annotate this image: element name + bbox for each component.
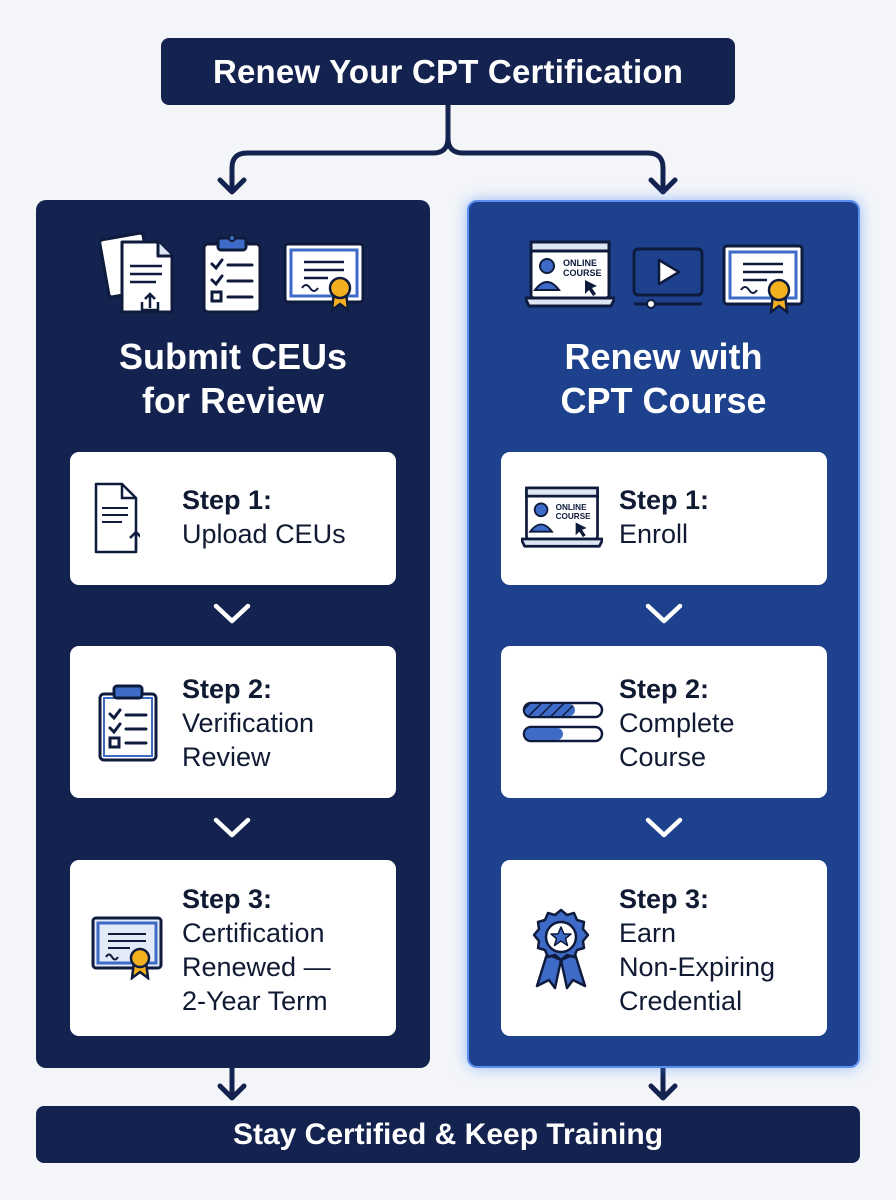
- award-ribbon-icon: [532, 908, 590, 990]
- online-course-laptop-icon: ONLINE COURSE: [521, 486, 603, 548]
- certificate-icon: [722, 244, 804, 314]
- svg-text:ONLINE: ONLINE: [563, 258, 597, 268]
- step-card-non-expiring-credential: Step 3: Earn Non-Expiring Credential: [501, 860, 827, 1036]
- checklist-clipboard-icon: [202, 234, 262, 314]
- title-banner: Renew Your CPT Certification: [161, 38, 735, 105]
- step-text: Step 1: Upload CEUs: [182, 485, 346, 549]
- svg-text:ONLINE: ONLINE: [556, 503, 587, 512]
- page-title: Renew Your CPT Certification: [212, 52, 684, 90]
- document-upload-icon: [94, 482, 140, 554]
- certificate-icon: [91, 916, 163, 980]
- split-arrow-right: [445, 102, 666, 193]
- online-course-laptop-icon: ONLINE COURSE: [525, 240, 615, 308]
- path-title: Renew with CPT Course: [560, 336, 767, 421]
- video-play-icon: [632, 247, 704, 309]
- svg-text:COURSE: COURSE: [563, 268, 602, 278]
- chevron-down-icon: [645, 603, 683, 624]
- step-card-complete-course: Step 2: Complete Course: [501, 646, 827, 798]
- step-text: Step 2: Complete Course: [619, 674, 735, 772]
- arrowhead-left: [217, 177, 247, 195]
- path-submit-ceus: Submit CEUs for Review Step 1: Upload CE…: [36, 200, 430, 1068]
- footer-text: Stay Certified & Keep Training: [232, 1117, 664, 1151]
- step-card-enroll: ONLINE COURSE Step 1: Enroll: [501, 452, 827, 585]
- step-text: Step 2: Verification Review: [182, 674, 315, 772]
- progress-bars-icon: [522, 701, 604, 743]
- step-text: Step 3: Certification Renewed — 2-Year T…: [182, 884, 331, 1016]
- step-text: Step 1: Enroll: [619, 485, 710, 549]
- step-card-verification-review: Step 2: Verification Review: [70, 646, 396, 798]
- clipboard-checklist-icon: [98, 684, 158, 762]
- chevron-down-icon: [213, 603, 251, 624]
- path-title: Submit CEUs for Review: [118, 336, 348, 421]
- certificate-icon: [283, 242, 365, 312]
- step-card-upload-ceus: Step 1: Upload CEUs: [70, 452, 396, 585]
- chevron-down-icon: [213, 817, 251, 838]
- arrowhead-right: [648, 177, 678, 195]
- footer-banner: Stay Certified & Keep Training: [36, 1106, 860, 1163]
- chevron-down-icon: [645, 817, 683, 838]
- documents-upload-icon: [100, 231, 174, 314]
- split-arrow-left: [229, 102, 451, 193]
- svg-text:COURSE: COURSE: [556, 512, 592, 521]
- step-text: Step 3: Earn Non-Expiring Credential: [619, 884, 776, 1016]
- path-cpt-course: ONLINE COURSE Renew with CPT Course ONLI…: [467, 200, 860, 1068]
- step-card-certification-renewed: Step 3: Certification Renewed — 2-Year T…: [70, 860, 396, 1036]
